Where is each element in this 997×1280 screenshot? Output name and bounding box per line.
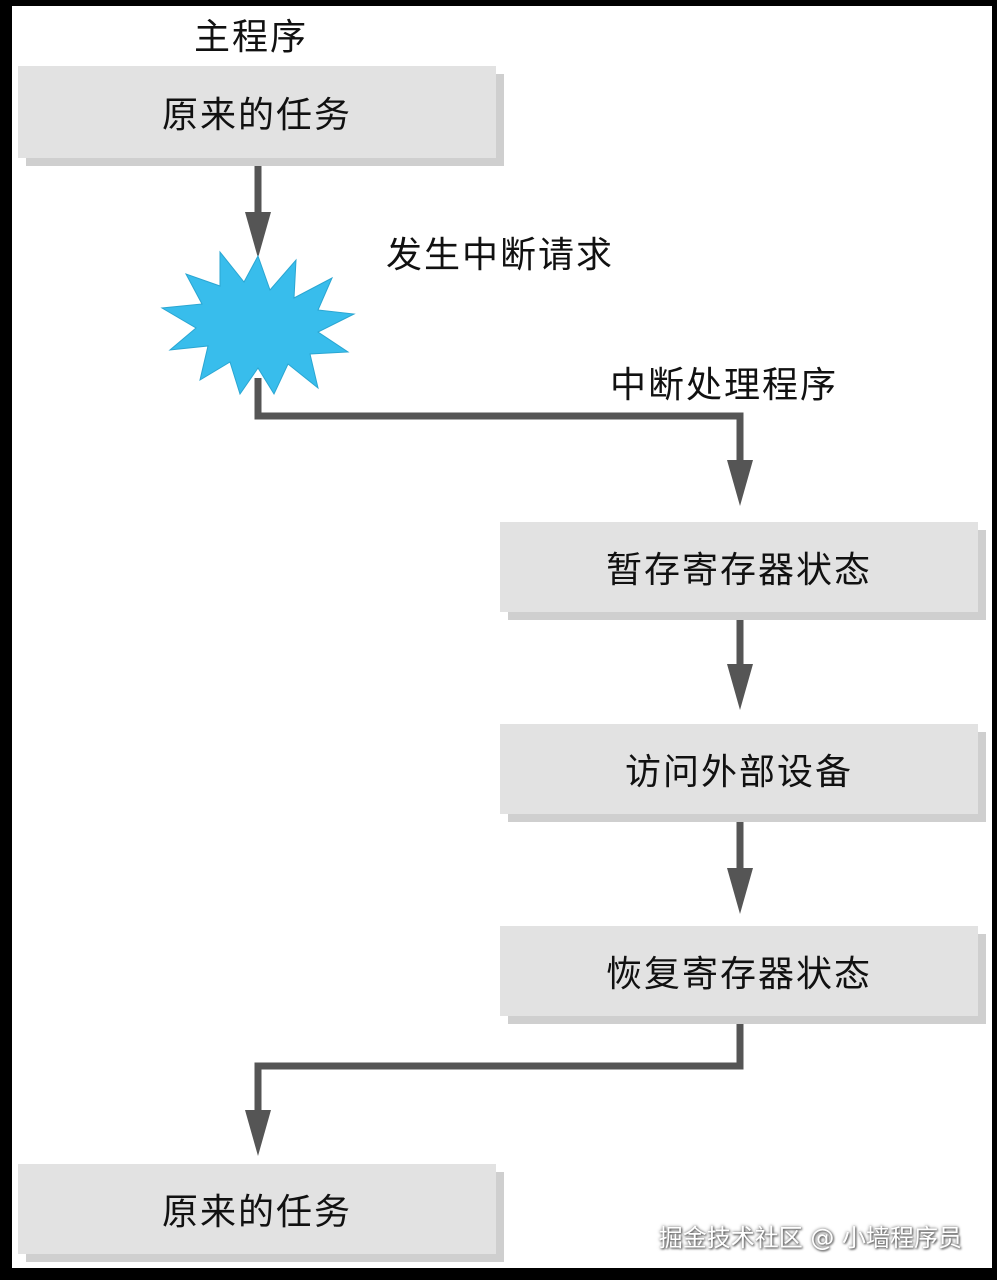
arrow-interrupt-to-handler (254, 378, 744, 464)
interrupt-request-label: 发生中断请求 (386, 235, 615, 276)
flow-connectors (160, 164, 753, 1156)
box-restore-registers: 恢复寄存器状态 (500, 926, 978, 1016)
box-original-task-bottom-label: 原来的任务 (161, 1192, 352, 1233)
box-save-registers: 暂存寄存器状态 (500, 522, 978, 612)
main-program-title: 主程序 (194, 17, 309, 58)
box-original-task-top: 原来的任务 (18, 66, 496, 158)
box-restore-registers-label: 恢复寄存器状态 (605, 954, 872, 995)
starburst-icon (160, 250, 356, 396)
box-original-task-top-label: 原来的任务 (161, 95, 352, 136)
arrowhead-2 (727, 460, 753, 506)
arrowhead-4 (727, 868, 753, 914)
arrow-restore-to-task (254, 1018, 744, 1114)
box-save-registers-label: 暂存寄存器状态 (605, 550, 872, 591)
arrowhead-5 (245, 1110, 271, 1156)
arrowhead-1 (245, 212, 271, 258)
watermark: 掘金技术社区 @ 小墙程序员 (658, 1224, 962, 1252)
diagram-canvas: 主程序 原来的任务 发生中断请求 中断处理程序 暂存寄存器状态 访问外部设备 恢… (12, 6, 992, 1268)
box-access-device-label: 访问外部设备 (624, 752, 853, 793)
box-original-task-bottom: 原来的任务 (18, 1164, 496, 1254)
handler-title: 中断处理程序 (610, 365, 839, 406)
arrowhead-3 (727, 664, 753, 710)
box-access-device: 访问外部设备 (500, 724, 978, 814)
